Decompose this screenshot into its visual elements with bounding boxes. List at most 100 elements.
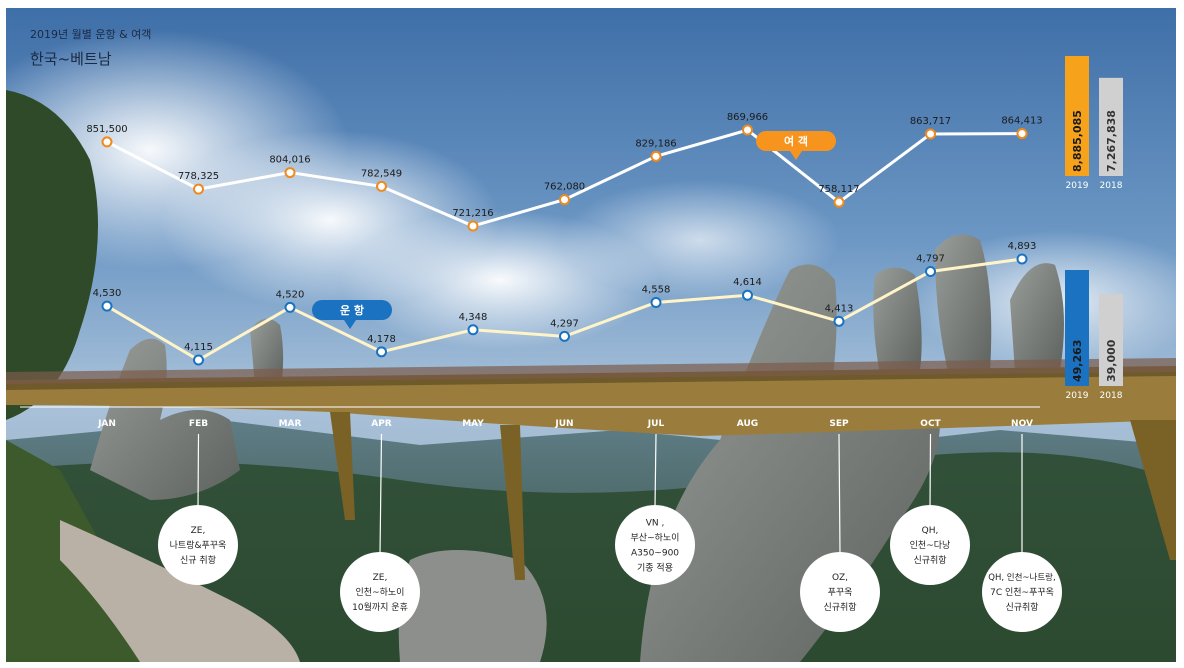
flight-value-label: 4,530 [93, 288, 122, 299]
annotation-line: ZE, [373, 573, 388, 583]
month-tick-label: MAY [462, 419, 484, 429]
annotation-line: ZE, [191, 526, 206, 536]
month-tick-label: JUN [554, 419, 573, 429]
flight-value-label: 4,893 [1008, 241, 1037, 252]
annotation-line: 나트랑&푸꾸옥 [170, 539, 227, 551]
total-bar-flights-2018: 39,000 2018 [1099, 294, 1123, 401]
annotation-line: 10월까지 운휴 [352, 601, 408, 613]
flight-value-label: 4,178 [367, 334, 396, 345]
flight-value-label: 4,115 [184, 342, 213, 353]
flight-point [742, 289, 753, 301]
flight-series-badge: 운 항 [312, 300, 392, 329]
flight-value-label: 4,348 [459, 312, 488, 323]
total-bar-value: 49,263 [1071, 340, 1084, 382]
annotation-line: A350~900 [631, 549, 679, 559]
passenger-value-label: 804,016 [269, 155, 310, 166]
month-tick-label: JAN [97, 419, 116, 429]
total-bar-value: 39,000 [1105, 339, 1118, 382]
passenger-value-label: 778,325 [178, 171, 219, 182]
total-bar-year: 2019 [1066, 181, 1089, 191]
total-bar [1099, 294, 1123, 386]
annotation-bubble [800, 552, 880, 632]
passenger-point [742, 124, 753, 136]
passenger-value-label: 869,966 [727, 112, 768, 123]
month-tick-label: FEB [189, 419, 208, 429]
passenger-value-label: 851,500 [86, 124, 127, 135]
passenger-point [559, 194, 570, 206]
annotation-line: 신규취항 [913, 555, 946, 566]
flight-point [193, 354, 204, 366]
annotation-line: 기종 적용 [637, 562, 673, 574]
passenger-value-label: 863,717 [910, 116, 951, 127]
flight-value-label: 4,797 [916, 253, 945, 264]
month-tick-label: OCT [920, 419, 941, 429]
total-bar-value: 8,885,085 [1071, 110, 1084, 172]
month-tick-label: SEP [829, 419, 849, 429]
passenger-value-label: 762,080 [544, 182, 585, 193]
flight-point [376, 346, 387, 358]
annotation-connector [654, 433, 657, 508]
flight-point [1016, 253, 1028, 265]
annotation-line: 신규취항 [1005, 602, 1038, 613]
annotation-line: 인천~하노이 [356, 587, 405, 598]
flight-value-label: 4,297 [550, 318, 579, 329]
passenger-point [1016, 128, 1028, 140]
total-bar-year: 2018 [1100, 391, 1123, 401]
month-tick-label: AUG [737, 419, 758, 429]
annotation-line: QH, [922, 526, 939, 536]
passenger-point [467, 220, 479, 232]
passenger-series-name: 여 객 [784, 134, 808, 148]
flight-series-name: 운 항 [340, 303, 364, 317]
flight-point [284, 301, 296, 313]
passenger-point [193, 183, 204, 195]
passenger-point [925, 128, 936, 140]
total-bar [1099, 77, 1123, 176]
flight-point [650, 296, 662, 308]
total-bar-passengers-2019: 8,885,085 2019 [1065, 56, 1089, 191]
annotation-connector [929, 433, 932, 508]
chart-header: 2019년 월별 운항 & 여객 한국~베트남 [30, 28, 151, 68]
passenger-point [833, 196, 845, 208]
flight-value-label: 4,614 [733, 277, 762, 288]
annotation-connector [197, 433, 200, 508]
total-bar-year: 2018 [1100, 181, 1123, 191]
annotation-connector [838, 433, 841, 555]
annotation-bubble [615, 505, 695, 585]
flight-point [467, 324, 479, 336]
annotation-bubble [890, 505, 970, 585]
chart-subtitle: 한국~베트남 [30, 50, 112, 68]
annotation-line: 신규 취항 [180, 555, 216, 566]
passenger-point [284, 167, 296, 179]
total-bar [1065, 56, 1089, 176]
passenger-series-badge: 여 객 [756, 131, 836, 160]
passenger-point [101, 136, 113, 148]
annotation-line: OZ, [832, 573, 848, 583]
annotation-bubble [982, 552, 1062, 632]
month-tick-label: APR [371, 419, 392, 429]
month-tick-label: MAR [279, 419, 302, 429]
passenger-point [376, 180, 387, 192]
annotation-callout: ZE, 인천~하노이 10월까지 운휴 [340, 433, 420, 632]
passenger-value-label: 864,413 [1001, 116, 1042, 127]
annotation-line: 부산~하노이 [631, 533, 680, 544]
month-tick-label: NOV [1011, 419, 1033, 429]
passenger-value-label: 782,549 [361, 168, 402, 179]
annotation-line: 인천~다낭 [910, 540, 951, 551]
flight-point [833, 315, 845, 327]
flight-value-label: 4,520 [276, 289, 305, 300]
flight-value-label: 4,558 [642, 284, 671, 295]
flight-point [925, 265, 936, 277]
passenger-value-label: 721,216 [452, 208, 493, 219]
annotation-line: QH, 인천~나트랑, [988, 572, 1055, 583]
annotation-line: 푸꾸옥 [828, 587, 853, 598]
